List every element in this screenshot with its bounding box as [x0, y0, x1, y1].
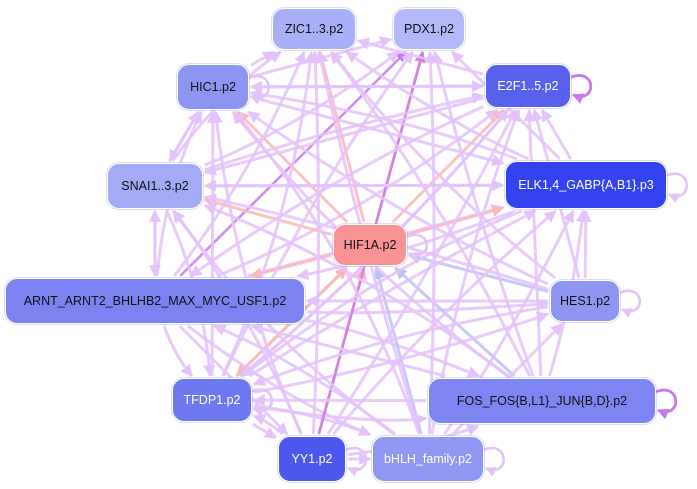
edge-hif-snai [203, 196, 332, 236]
node-pdx[interactable]: PDX1.p2 [393, 8, 465, 50]
edge-fos-tfdp [252, 394, 427, 407]
edge-bhlh-arnt [213, 324, 397, 436]
edge-arnt-tfdp [162, 325, 194, 377]
self-loop-tfdp [251, 388, 274, 418]
edge-hic-pdx [250, 36, 393, 79]
edge-fos-snai [203, 203, 510, 378]
self-loop-fos [655, 388, 678, 420]
node-elk[interactable]: ELK1,4_GABP{A,B1}.p3 [505, 161, 667, 209]
edge-e2f-snai [203, 96, 484, 176]
node-yy1[interactable]: YY1.p2 [278, 436, 346, 482]
node-arnt[interactable]: ARNT_ARNT2_BHLHB2_MAX_MYC_USF1.p2 [5, 278, 305, 324]
edge-snai-hic [168, 110, 200, 162]
edge-yy1-elk [332, 209, 557, 435]
edge-yy1-e2f [326, 108, 517, 435]
edge-snai-e2f [204, 91, 485, 172]
edge-e2f-arnt [189, 105, 484, 278]
self-loop-yy1 [345, 446, 368, 477]
node-zic[interactable]: ZIC1..3.p2 [272, 8, 356, 50]
node-hif[interactable]: HIF1A.p2 [333, 224, 407, 266]
edge-elk-e2f [540, 108, 573, 160]
edge-snai-elk [204, 179, 505, 192]
node-hic[interactable]: HIC1.p2 [177, 64, 249, 110]
node-bhlh[interactable]: bHLH_family.p2 [372, 436, 484, 482]
edge-hes-tfdp [252, 305, 549, 386]
edge-hes-elk [579, 209, 592, 279]
self-loop-bhlh [483, 446, 506, 477]
edge-arnt-fos [306, 319, 481, 378]
edge-hic-elk [250, 95, 505, 167]
edge-fos-e2f [523, 108, 543, 377]
node-hes[interactable]: HES1.p2 [550, 280, 620, 322]
edge-tfdp-pdx [221, 51, 414, 377]
node-tfdp[interactable]: TFDP1.p2 [172, 378, 252, 422]
edge-elk-tfdp [241, 209, 523, 378]
node-e2f[interactable]: E2F1..5.p2 [485, 64, 571, 108]
self-loop-e2f [570, 74, 593, 104]
self-loop-elk [666, 172, 689, 203]
self-loop-hif [406, 233, 429, 262]
edge-arnt-hes [306, 298, 550, 315]
edge-fos-zic [329, 51, 532, 377]
edge-hif-e2f [391, 108, 506, 224]
edge-hes-hic [247, 110, 549, 286]
node-snai[interactable]: SNAI1..3.p2 [107, 163, 203, 209]
edge-arnt-zic [173, 50, 306, 277]
edge-snai-pdx [204, 50, 400, 167]
edge-elk-zic [345, 50, 530, 161]
self-loop-hes [619, 289, 642, 318]
edge-hic-e2f [250, 80, 485, 93]
self-loop-hic [248, 74, 271, 105]
edge-tfdp-hic [206, 110, 219, 377]
edge-hif-elk [408, 205, 505, 236]
edge-elk-hic [249, 88, 518, 161]
node-fos[interactable]: FOS_FOS{B,L1}_JUN{B,D}.p2 [428, 378, 656, 424]
